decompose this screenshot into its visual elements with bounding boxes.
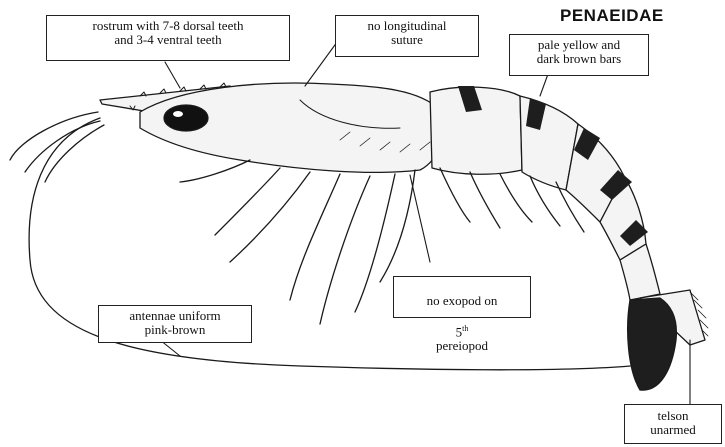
antennule-1 xyxy=(25,121,100,172)
antennule-2 xyxy=(45,125,104,182)
pleopod-3 xyxy=(500,174,532,222)
leader-rostrum xyxy=(165,62,180,88)
pereiopod-2 xyxy=(215,168,280,235)
callout-telson: telson unarmed xyxy=(624,404,722,444)
callout-exopod-superscript: th xyxy=(462,324,468,333)
family-title: PENAEIDAE xyxy=(560,6,664,26)
eye xyxy=(164,105,208,131)
telson xyxy=(628,298,677,390)
callout-antennae: antennae uniform pink-brown xyxy=(98,305,252,343)
eye-highlight xyxy=(173,111,183,117)
pereiopod-7 xyxy=(380,170,415,282)
pereiopod-1 xyxy=(180,160,250,182)
callout-exopod: no exopod on 5th pereiopod xyxy=(393,276,531,318)
callout-rostrum: rostrum with 7-8 dorsal teeth and 3-4 ve… xyxy=(46,15,290,61)
pleopod-1 xyxy=(440,168,470,222)
callout-exopod-line1: no exopod on xyxy=(427,293,498,308)
antenna-flagellum-upper xyxy=(10,112,98,160)
callout-bars: pale yellow and dark brown bars xyxy=(509,34,649,76)
leader-exopod xyxy=(410,175,430,262)
pleopod-2 xyxy=(470,172,500,228)
callout-exopod-line2: pereiopod xyxy=(436,338,488,353)
callout-suture: no longitudinal suture xyxy=(335,15,479,57)
pereiopod-5 xyxy=(320,176,370,324)
leader-bars xyxy=(540,74,548,96)
pereiopod-4 xyxy=(290,174,340,300)
pereiopod-3 xyxy=(230,172,310,262)
pereiopod-6 xyxy=(355,174,395,312)
